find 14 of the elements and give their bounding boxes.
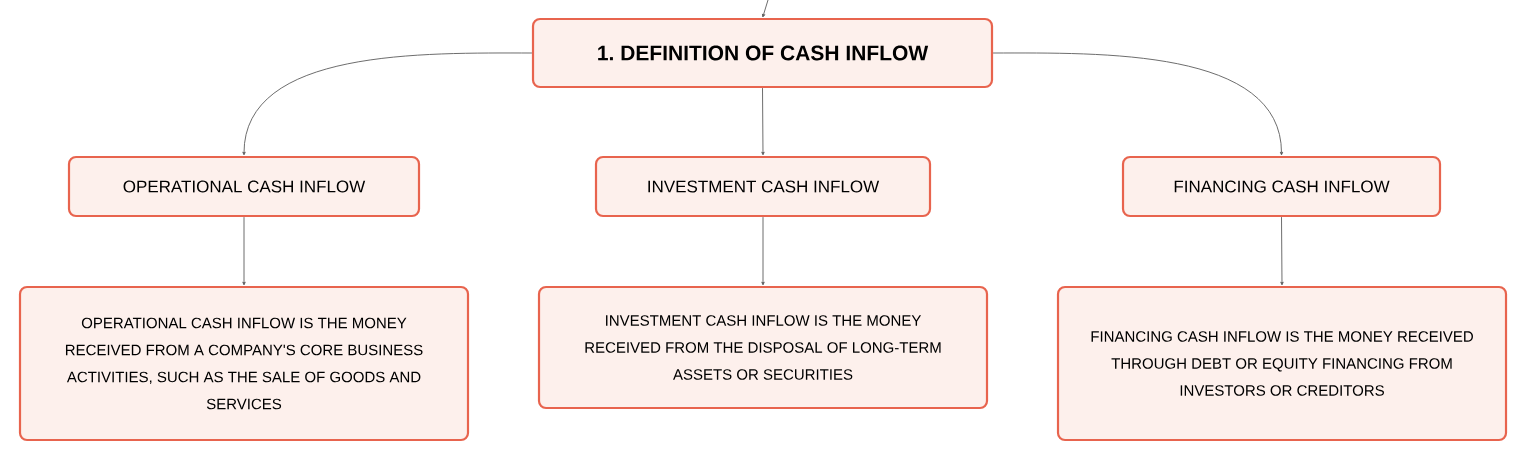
connector-arrow <box>992 52 1284 156</box>
connector-arrow <box>761 87 765 156</box>
connector-arrow <box>242 52 533 156</box>
connector-arrow <box>761 216 765 286</box>
category-box: OPERATIONAL CASH INFLOW <box>67 155 421 218</box>
description-box: INVESTMENT CASH INFLOW IS THE MONEY RECEIVED FROM THE DISPOSAL OF LONG-TERM ASSETS OR SECURITIES <box>537 285 989 410</box>
description-box: OPERATIONAL CASH INFLOW IS THE MONEY RECEIVED FROM A COMPANY'S CORE BUSINESS ACTIVITIES, SUCH AS THE SALE OF GOODS AND SERVICES <box>18 285 470 442</box>
description-box: FINANCING CASH INFLOW IS THE MONEY RECEIVED THROUGH DEBT OR EQUITY FINANCING FROM INVESTORS OR CREDITORS <box>1056 285 1508 442</box>
connector-arrow <box>1280 216 1284 286</box>
connector-arrow <box>242 216 246 286</box>
category-box: INVESTMENT CASH INFLOW <box>594 155 932 218</box>
category-box: FINANCING CASH INFLOW <box>1121 155 1442 218</box>
connector-arrow <box>762 0 769 18</box>
topic-box: 1. DEFINITION OF CASH INFLOW <box>531 17 994 89</box>
